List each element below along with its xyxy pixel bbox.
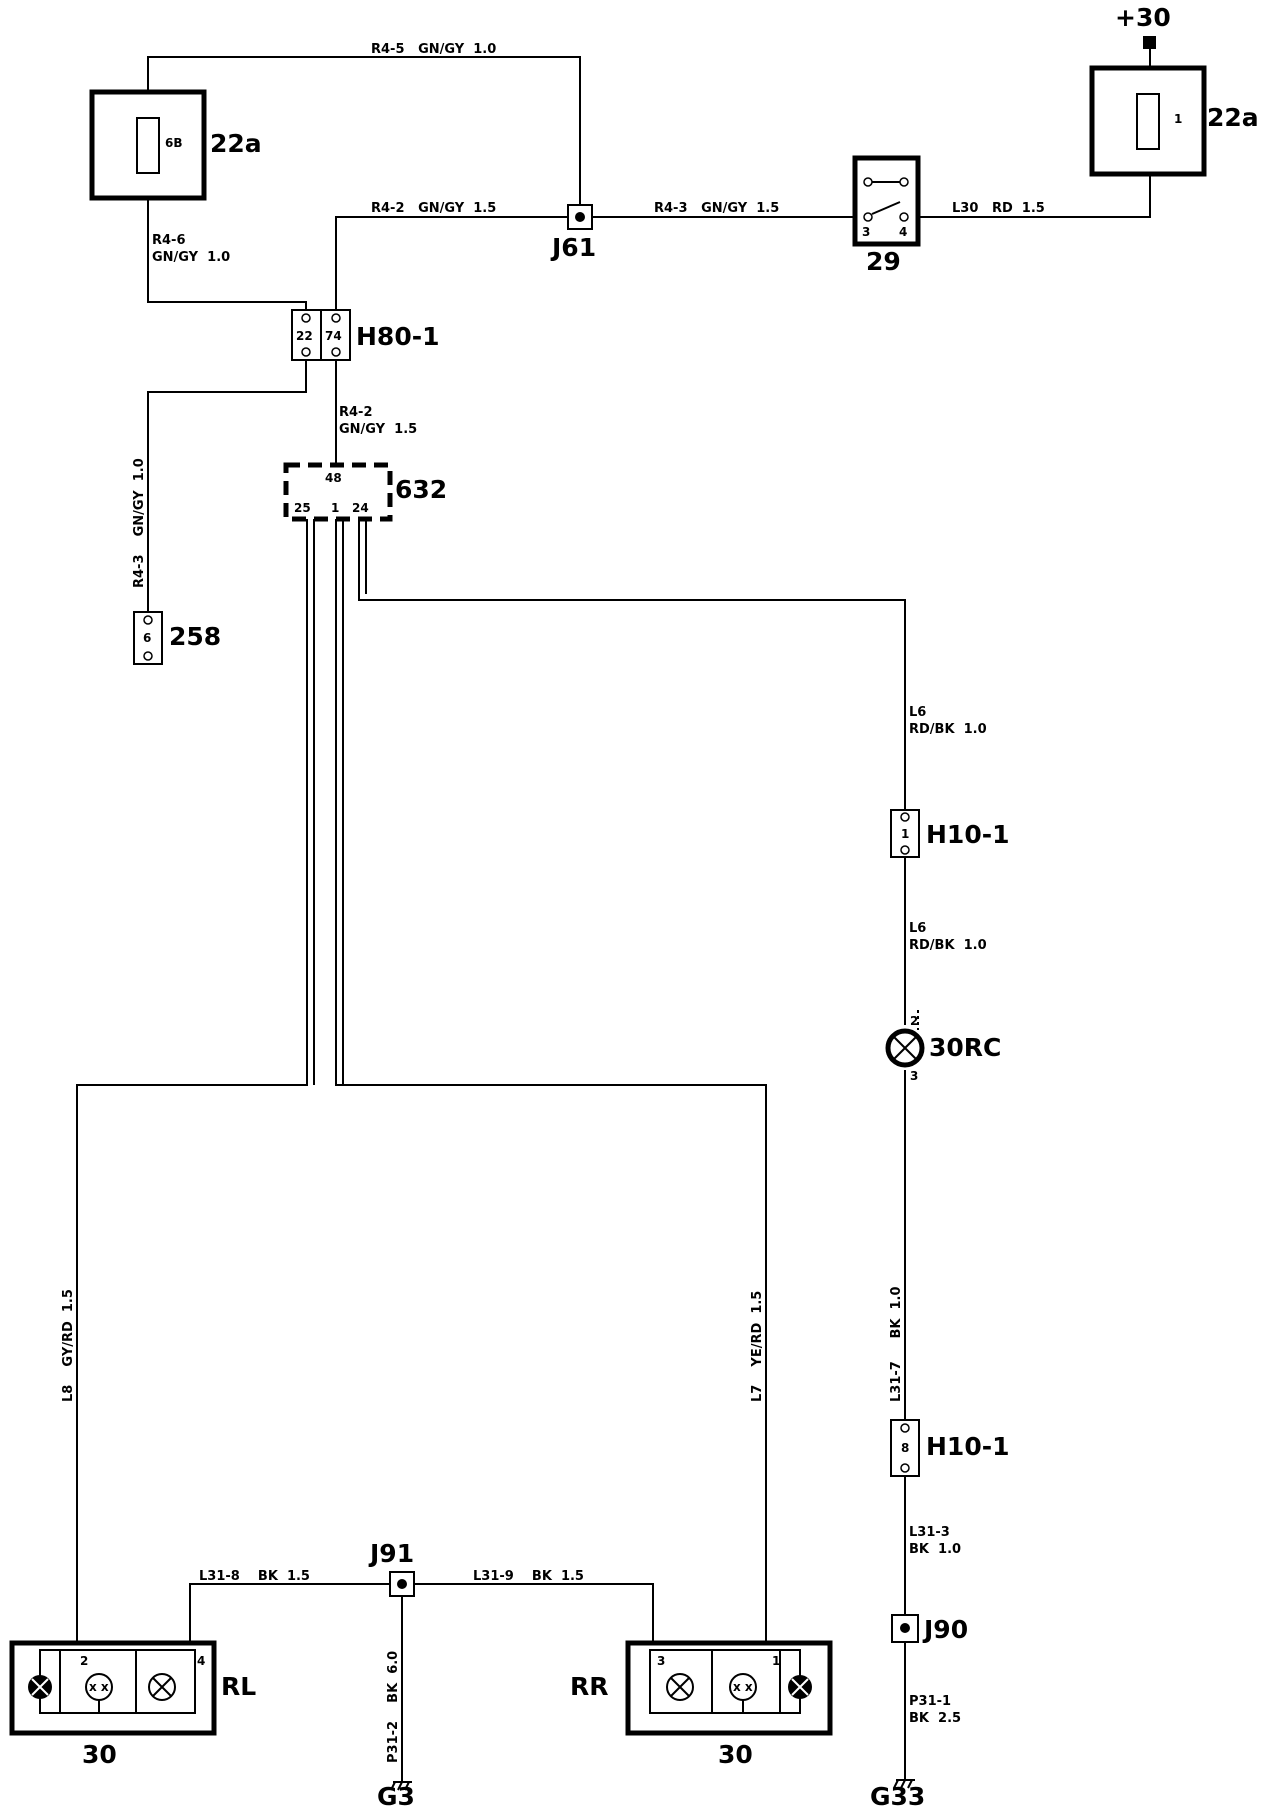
- supply-terminal: [1143, 36, 1156, 49]
- rl-pin-2: 2: [80, 1654, 88, 1668]
- wire-label-l31-3-id: L31-3: [909, 1525, 950, 1540]
- wire-label-l6-a-spec: RD/BK 1.0: [909, 722, 987, 737]
- wire-r4-3-vert: [147, 360, 307, 612]
- h10-bottom-pin-8: 8: [901, 1441, 909, 1455]
- supply-label: +30: [1115, 3, 1171, 32]
- wire-label-r4-2-top: R4-2 GN/GY 1.5: [371, 201, 496, 216]
- lamp-30rc-label: 30RC: [929, 1033, 1001, 1062]
- splice-j91-label: J91: [368, 1539, 414, 1568]
- fuse-label-6b: 6B: [165, 136, 183, 150]
- svg-text:x x: x x: [89, 1680, 109, 1694]
- wire-r4-6: [147, 177, 307, 310]
- wire-label-l31-8: L31-8 BK 1.5: [199, 1569, 310, 1584]
- lamp-rl-component: 30: [82, 1740, 117, 1769]
- splice-j91: J91: [368, 1539, 415, 1597]
- wire-label-p31-2: P31-2 BK 6.0: [386, 1651, 401, 1763]
- wire-r4-5: [147, 56, 581, 217]
- wire-label-l31-7: L31-7 BK 1.0: [889, 1286, 904, 1402]
- wire-label-r4-2-mid-spec: GN/GY 1.5: [339, 422, 417, 437]
- ground-g3: G3: [377, 1781, 415, 1808]
- lamp-rr-label: RR: [570, 1672, 609, 1701]
- h10-1-top-label: H10-1: [926, 820, 1009, 849]
- wire-l7-a: [335, 519, 767, 1650]
- wire-label-r4-3-vert: R4-3 GN/GY 1.0: [132, 458, 147, 588]
- lamp-rr-component: 30: [718, 1740, 753, 1769]
- wire-labels: R4-5 GN/GY 1.0 R4-2 GN/GY 1.5 R4-3 GN/GY…: [61, 42, 1045, 1763]
- lamp-30rc: 2 3 30RC: [885, 1010, 1001, 1083]
- wire-label-p31-1-id: P31-1: [909, 1694, 951, 1709]
- switch-29: 3 4 29: [852, 155, 921, 276]
- wire-label-l31-3-spec: BK 1.0: [909, 1542, 961, 1557]
- wire-l31-8: [189, 1583, 390, 1650]
- wires: [76, 46, 1151, 1782]
- wire-label-l6-b-id: L6: [909, 921, 926, 936]
- h10-top-pin-1: 1: [901, 827, 909, 841]
- module-632-pin-25: 25: [294, 501, 311, 515]
- wire-l6-a: [358, 519, 906, 810]
- fuse-22a-left-label: 22a: [210, 129, 262, 158]
- rr-pin-3: 3: [657, 1654, 665, 1668]
- ground-g33: G33: [870, 1779, 925, 1808]
- wire-label-r4-3-top: R4-3 GN/GY 1.5: [654, 201, 779, 216]
- wire-label-l7: L7 YE/RD 1.5: [750, 1291, 765, 1402]
- h80-pin-74: 74: [325, 329, 342, 343]
- rr-pin-1: 1: [772, 1654, 780, 1668]
- ground-g33-label: G33: [870, 1782, 925, 1808]
- switch-pin-3: 3: [862, 225, 870, 239]
- h10-1-bottom-label: H10-1: [926, 1432, 1009, 1461]
- lamp-rl-label: RL: [221, 1672, 256, 1701]
- module-632-pin-24: 24: [352, 501, 369, 515]
- splice-j61: J61: [550, 204, 596, 262]
- fuse-22a-right-label: 22a: [1207, 103, 1259, 132]
- splice-j90: J90: [891, 1614, 968, 1644]
- rl-pin-4: 4: [197, 1654, 205, 1668]
- lamp-assembly-rl: x x 2 4 RL 30: [9, 1640, 256, 1769]
- connector-258-pin-6: 6: [143, 631, 151, 645]
- wire-label-r4-5: R4-5 GN/GY 1.0: [371, 42, 496, 57]
- wire-label-r4-6-id: R4-6: [152, 233, 186, 248]
- wire-label-l30: L30 RD 1.5: [952, 201, 1045, 216]
- wire-label-p31-1-spec: BK 2.5: [909, 1711, 961, 1726]
- fuse-label-1: 1: [1174, 112, 1182, 126]
- lamp-assembly-rr: x x 3 1 RR 30: [570, 1640, 833, 1769]
- switch-29-label: 29: [866, 247, 901, 276]
- svg-text:x x: x x: [733, 1680, 753, 1694]
- module-632-pin-1: 1: [331, 501, 339, 515]
- splice-j90-label: J90: [922, 1615, 968, 1644]
- module-632-label: 632: [395, 475, 447, 504]
- wire-label-l31-9: L31-9 BK 1.5: [473, 1569, 584, 1584]
- h80-pin-22: 22: [296, 329, 313, 343]
- wire-label-r4-2-mid-id: R4-2: [339, 405, 373, 420]
- wire-label-l6-b-spec: RD/BK 1.0: [909, 938, 987, 953]
- wire-label-l8: L8 GY/RD 1.5: [61, 1289, 76, 1402]
- fuse-22a-right: +30 1 22a: [1089, 3, 1259, 177]
- module-632-pin-48: 48: [325, 471, 342, 485]
- splice-j61-label: J61: [550, 233, 596, 262]
- wire-l31-9: [414, 1583, 654, 1650]
- wire-l8-a: [76, 519, 308, 1650]
- switch-pin-4: 4: [899, 225, 907, 239]
- connector-h10-1-top: 1 H10-1: [890, 809, 1009, 858]
- lamp-30rc-pin-3: 3: [910, 1069, 918, 1083]
- wire-label-l6-a-id: L6: [909, 705, 926, 720]
- connector-258-label: 258: [169, 622, 221, 651]
- connector-258: 6 258: [133, 611, 221, 665]
- connector-h80-1: 22 74 H80-1: [291, 309, 439, 361]
- lamp-30rc-pin-2: 2: [910, 1014, 918, 1028]
- h80-1-label: H80-1: [356, 322, 439, 351]
- wire-r4-2-top: [335, 216, 568, 310]
- wire-label-r4-6-spec: GN/GY 1.0: [152, 250, 230, 265]
- ground-g3-label: G3: [377, 1782, 415, 1808]
- fuse-22a-left: 6B 22a: [89, 89, 262, 201]
- connector-h10-1-bottom: 8 H10-1: [890, 1419, 1009, 1477]
- module-632: 48 25 1 24 632: [283, 462, 447, 522]
